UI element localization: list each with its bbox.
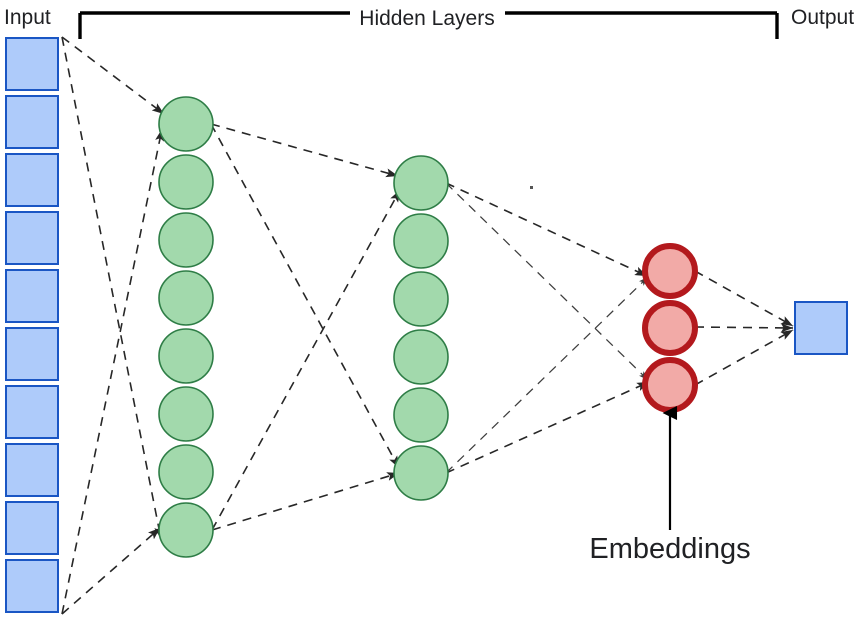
connection-line [694,323,794,333]
connection-line [210,123,400,469]
connection-line [694,270,794,327]
embedding-node [642,300,698,356]
connection-line [445,276,649,474]
input-node [5,211,59,265]
hidden-node-l1 [158,444,214,500]
input-node [5,269,59,323]
input-node [5,95,59,149]
embedding-node [642,243,698,299]
hidden-node-l2 [393,271,449,327]
connection-line [61,128,164,615]
hidden-layers-bracket [78,11,779,39]
connection-line [61,36,165,115]
hidden-node-l1 [158,386,214,442]
output-label: Output [791,6,854,29]
connection-line [61,36,164,540]
hidden-layer-1-group [158,96,214,558]
hidden-node-l1 [158,270,214,326]
hidden-node-l1 [158,96,214,152]
hidden-node-l1 [158,502,214,558]
connection-line [210,123,399,178]
stray-dash-artifact [530,186,533,189]
input-node [5,559,59,613]
connections-group [61,36,794,615]
connection-line [211,189,401,531]
hidden-node-l1 [158,328,214,384]
hidden-node-l2 [393,155,449,211]
input-layer-group [5,37,59,613]
output-node [794,301,848,355]
hidden-node-l2 [393,213,449,269]
hidden-layers-label: Hidden Layers [359,7,494,30]
hidden-node-l1 [158,154,214,210]
hidden-layer-2-group [393,155,449,501]
connection-line [211,472,400,531]
input-node [5,385,59,439]
input-node [5,37,59,91]
hidden-node-l2 [393,329,449,385]
output-layer-group [794,301,848,355]
connection-line [694,329,794,386]
embeddings-label: Embeddings [589,533,750,565]
input-node [5,327,59,381]
embedding-node [642,357,698,413]
input-node [5,153,59,207]
input-label: Input [4,6,51,29]
hidden-node-l2 [393,387,449,443]
connection-line [445,182,648,277]
input-node [5,501,59,555]
embedding-layer-group [642,243,698,413]
connection-line [445,182,649,381]
connection-line [61,527,161,615]
hidden-node-l2 [393,445,449,501]
input-node [5,443,59,497]
connection-line [445,381,650,474]
hidden-node-l1 [158,212,214,268]
